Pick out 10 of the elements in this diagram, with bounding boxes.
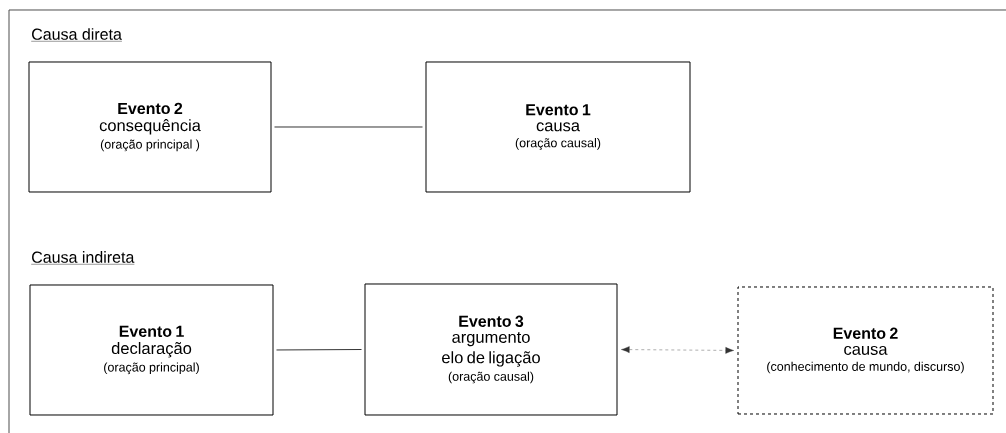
event-box: Evento 1 declaração (oração principal)	[29, 284, 274, 416]
event-box: Evento 3 argumento elo de ligação (oração causal)	[364, 283, 618, 416]
connector	[621, 346, 734, 354]
event-box: Evento 1 causa (oração causal)	[425, 61, 691, 193]
connector	[274, 126, 423, 128]
section-heading: Causa indireta	[31, 251, 135, 265]
connector	[276, 349, 362, 351]
event-box: Evento 2 causa (conhecimento de mundo, discurso)	[737, 286, 994, 415]
section-heading: Causa direta	[31, 28, 123, 42]
event-box: Evento 2 consequência (oração principal )	[28, 61, 272, 193]
